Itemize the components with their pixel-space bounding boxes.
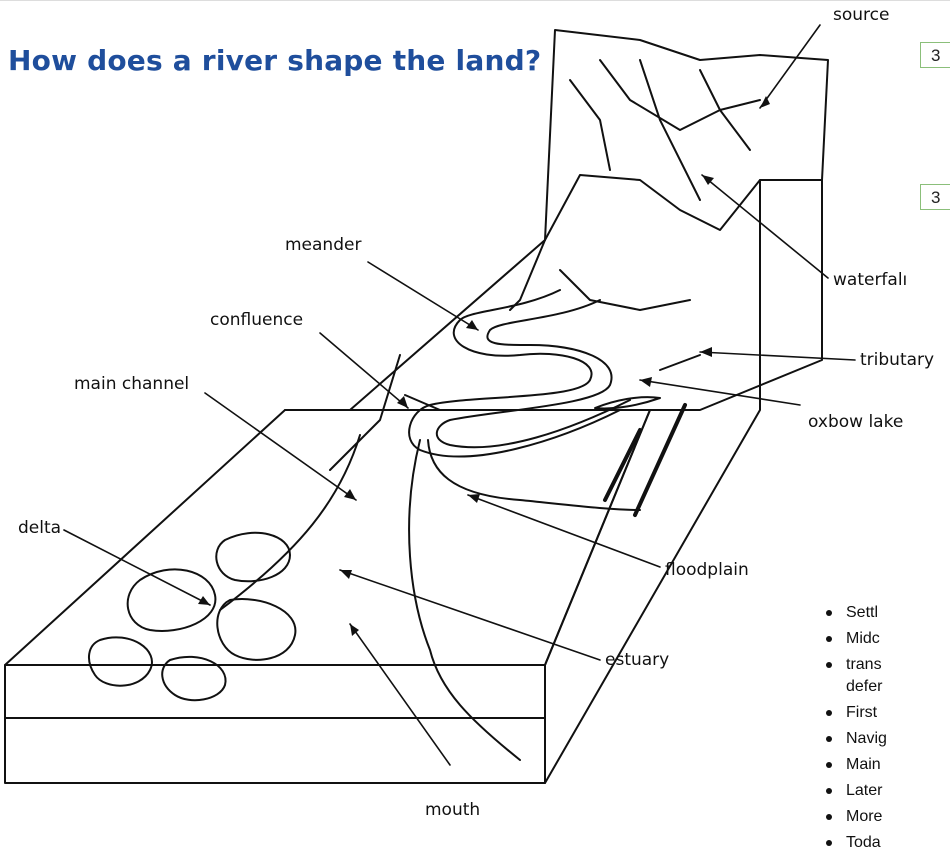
label-mouth: mouth xyxy=(425,800,480,820)
bullet-item: Navig xyxy=(820,726,887,752)
bullet-item: First xyxy=(820,700,887,726)
bullet-list: Settl Midc trans defer First Navig Main … xyxy=(820,600,887,856)
bullet-item: Midc xyxy=(820,626,887,652)
label-meander: meander xyxy=(285,235,361,255)
delta-island xyxy=(216,533,290,581)
delta-island xyxy=(217,599,295,660)
bullet-item: Settl xyxy=(820,600,887,626)
leader-arrows xyxy=(64,25,855,765)
bullet-item: Main xyxy=(820,752,887,778)
side-number-box: 3 xyxy=(920,184,950,210)
hills-outline xyxy=(545,175,760,240)
bullet-item: Toda xyxy=(820,830,887,856)
label-confluence: confluence xyxy=(210,310,303,330)
bullet-item-continuation: defer xyxy=(820,674,887,700)
label-delta: delta xyxy=(18,518,61,538)
block-right-face xyxy=(545,180,822,783)
label-estuary: estuary xyxy=(605,650,669,670)
label-tributary: tributary xyxy=(860,350,934,370)
label-source: source xyxy=(833,5,889,25)
main-channel-banks xyxy=(220,435,520,760)
meander-channel xyxy=(409,290,620,456)
label-oxbow-lake: oxbow lake xyxy=(808,412,903,432)
tributary-line xyxy=(660,355,700,370)
label-floodplain: floodplain xyxy=(665,560,749,580)
delta-island xyxy=(162,657,225,700)
side-number-box: 3 xyxy=(920,42,950,68)
oxbow-lake-shape xyxy=(595,397,660,408)
bullet-item: More xyxy=(820,804,887,830)
label-waterfall: waterfalı xyxy=(833,270,907,290)
block-front-face xyxy=(5,665,545,783)
delta-island xyxy=(89,637,152,685)
bullet-item: Later xyxy=(820,778,887,804)
label-main-channel: main channel xyxy=(74,374,189,394)
